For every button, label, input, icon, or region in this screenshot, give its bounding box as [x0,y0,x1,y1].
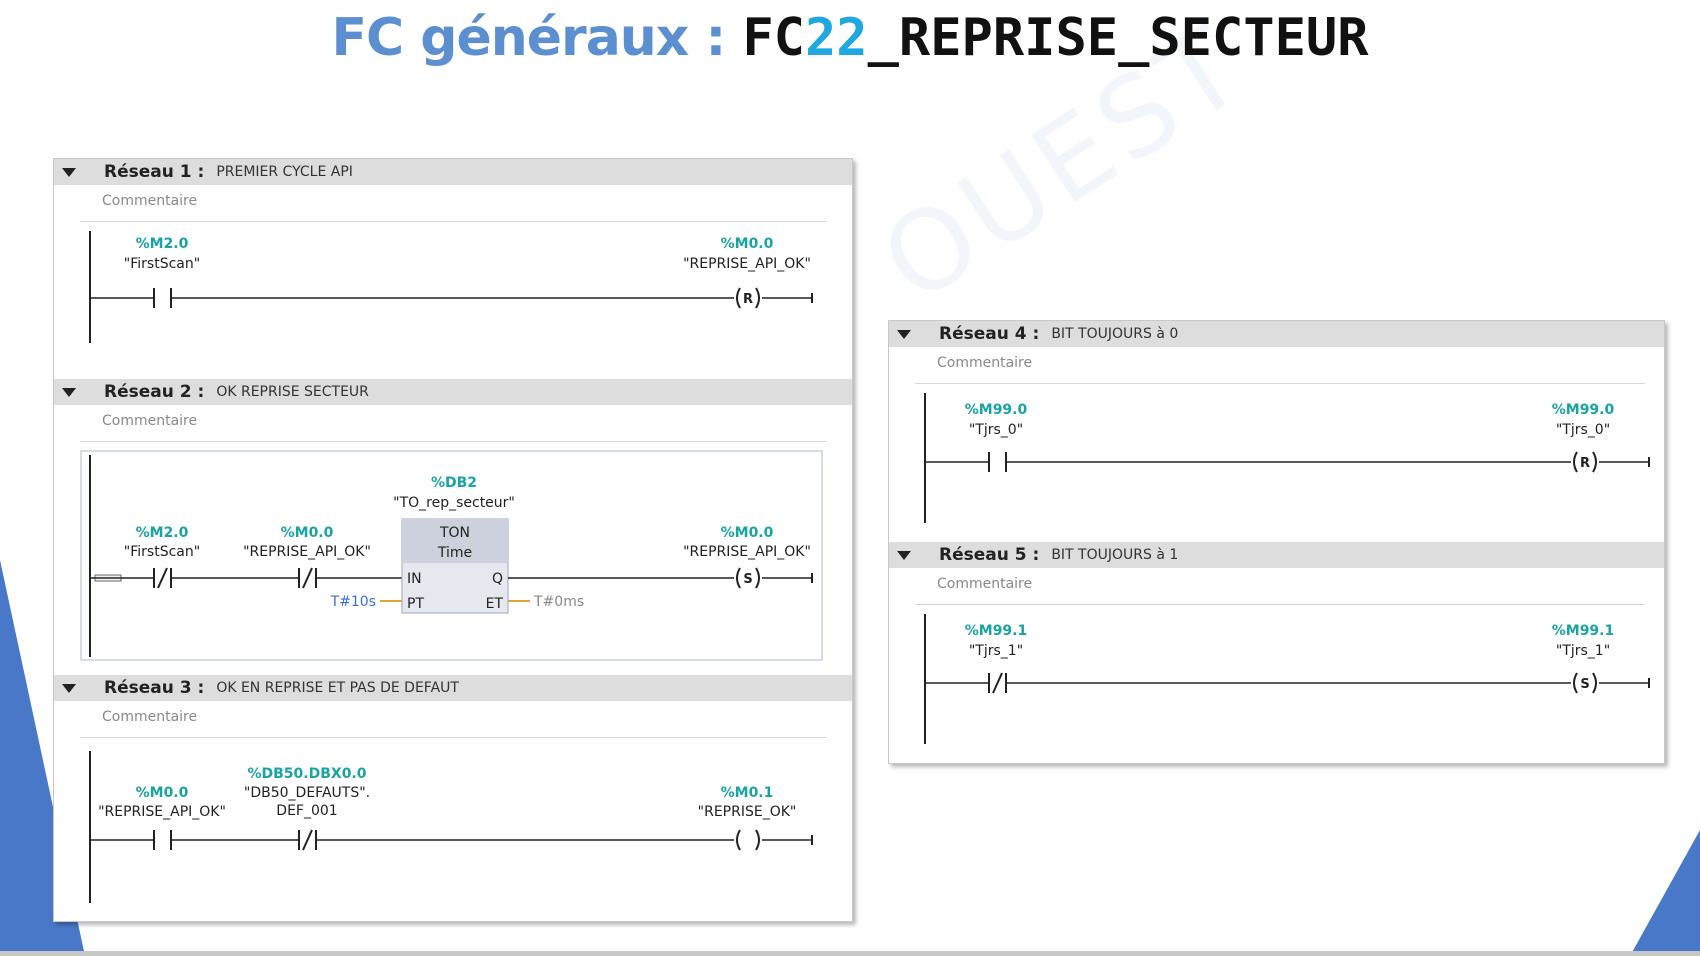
network-1-label: Réseau 1 : [104,162,205,182]
contact-symbol: "Tjrs_1" [969,643,1023,659]
collapse-caret-icon[interactable] [897,329,911,339]
contact-symbol: "FirstScan" [124,256,200,272]
contact-address: %M99.1 [965,623,1028,639]
comment-divider [80,737,826,738]
set-coil[interactable]: S [1573,672,1597,694]
contact-2-address: %M0.0 [281,525,334,541]
pin-q: Q [492,571,503,587]
network-5-title: BIT TOUJOURS à 1 [1051,547,1179,563]
contact-1-symbol: "FirstScan" [124,544,200,560]
output-coil[interactable] [736,829,760,851]
pin-et: ET [486,596,504,612]
title-fc: FC [742,8,805,68]
block-type: TON [439,525,470,541]
collapse-caret-icon[interactable] [62,683,76,693]
network-3-header[interactable]: Réseau 3 : OK EN REPRISE ET PAS DE DEFAU… [54,675,852,701]
coil-symbol: "REPRISE_API_OK" [683,256,811,272]
contact-2-symbol-db: "DB50_DEFAUTS". [244,785,370,801]
nc-contact[interactable] [988,672,1007,694]
coil-type: R [743,292,753,307]
contact-1-symbol: "REPRISE_API_OK" [98,804,226,820]
network-3-title: OK EN REPRISE ET PAS DE DEFAUT [216,680,459,696]
network-1-comment[interactable]: Commentaire [102,193,198,209]
comment-divider [80,221,826,222]
contact-1-address: %M0.0 [136,785,189,801]
network-3-comment[interactable]: Commentaire [102,709,198,725]
comment-divider [915,383,1645,384]
coil-symbol: "Tjrs_0" [1556,422,1610,438]
pin-pt: PT [407,596,424,612]
network-4-header[interactable]: Réseau 4 : BIT TOUJOURS à 0 [889,321,1664,347]
collapse-caret-icon[interactable] [897,550,911,560]
no-contact[interactable] [153,830,172,850]
contact-address: %M99.0 [965,402,1028,418]
network-4-label: Réseau 4 : [939,324,1040,344]
coil-address: %M0.0 [721,236,774,252]
network-2-ladder: %M2.0 "FirstScan" %M0.0 "REPRISE_API_OK"… [80,450,823,661]
network-3-ladder: %M0.0 "REPRISE_API_OK" %DB50.DBX0.0 "DB5… [89,751,813,903]
comment-divider [80,441,826,442]
db-instance-symbol: "TO_rep_secteur" [393,495,515,511]
network-3-label: Réseau 3 : [104,678,205,698]
coil-address: %M99.0 [1552,402,1615,418]
coil-type: R [1580,456,1590,471]
block-subtype: Time [437,545,472,561]
coil-symbol: "Tjrs_1" [1556,643,1610,659]
coil-symbol: "REPRISE_API_OK" [683,544,811,560]
title-prefix: FC généraux : [331,8,743,68]
network-4-ladder: %M99.0 "Tjrs_0" %M99.0 "Tjrs_0" R [924,393,1650,523]
page-title: FC généraux : FC22_REPRISE_SECTEUR [0,6,1700,70]
contact-2-symbol: "REPRISE_API_OK" [243,544,371,560]
coil-type: S [743,572,752,587]
no-contact[interactable] [153,288,172,308]
ladder-editor-panel-left: Réseau 1 : PREMIER CYCLE API Commentaire… [53,158,853,922]
network-5-comment[interactable]: Commentaire [937,576,1033,592]
reset-coil[interactable]: R [1573,451,1597,473]
et-parameter[interactable]: T#0ms [533,594,584,610]
contact-address: %M2.0 [136,236,189,252]
title-name: _REPRISE_SECTEUR [867,8,1369,68]
slide-corner-decoration-right [1630,830,1700,956]
network-5-label: Réseau 5 : [939,545,1040,565]
coil-address: %M0.0 [721,525,774,541]
network-1-ladder: %M2.0 "FirstScan" %M0.0 "REPRISE_API_OK"… [89,231,813,343]
collapse-caret-icon[interactable] [62,387,76,397]
nc-contact[interactable] [298,567,317,589]
pin-in: IN [407,571,422,587]
ladder-editor-panel-right: Réseau 4 : BIT TOUJOURS à 0 Commentaire … [888,320,1665,764]
coil-symbol: "REPRISE_OK" [698,804,797,820]
network-2-comment[interactable]: Commentaire [102,413,198,429]
ton-timer-block[interactable]: TON Time IN PT Q ET [401,518,509,614]
no-contact[interactable] [988,452,1007,472]
coil-address: %M99.1 [1552,623,1615,639]
pt-parameter[interactable]: T#10s [330,594,376,610]
slide-bottom-bar [0,951,1700,956]
network-2-label: Réseau 2 : [104,382,205,402]
network-2-title: OK REPRISE SECTEUR [216,384,369,400]
set-coil[interactable]: S [736,567,760,589]
network-1-header[interactable]: Réseau 1 : PREMIER CYCLE API [54,159,852,185]
collapse-caret-icon[interactable] [62,167,76,177]
contact-1-address: %M2.0 [136,525,189,541]
title-number: 22 [804,8,868,68]
nc-contact[interactable] [153,567,172,589]
coil-type: S [1580,677,1589,692]
coil-address: %M0.1 [721,785,774,801]
contact-2-address: %DB50.DBX0.0 [247,766,366,782]
network-2-header[interactable]: Réseau 2 : OK REPRISE SECTEUR [54,379,852,405]
network-5-ladder: %M99.1 "Tjrs_1" %M99.1 "Tjrs_1" S [924,614,1650,744]
contact-2-symbol-tag: DEF_001 [276,803,337,819]
nc-contact[interactable] [298,829,317,851]
network-1-title: PREMIER CYCLE API [216,164,353,180]
network-4-title: BIT TOUJOURS à 0 [1051,326,1179,342]
network-5-header[interactable]: Réseau 5 : BIT TOUJOURS à 1 [889,542,1664,568]
comment-divider [915,604,1645,605]
reset-coil[interactable]: R [736,287,760,309]
contact-symbol: "Tjrs_0" [969,422,1023,438]
network-4-comment[interactable]: Commentaire [937,355,1033,371]
db-instance-address: %DB2 [431,475,477,491]
